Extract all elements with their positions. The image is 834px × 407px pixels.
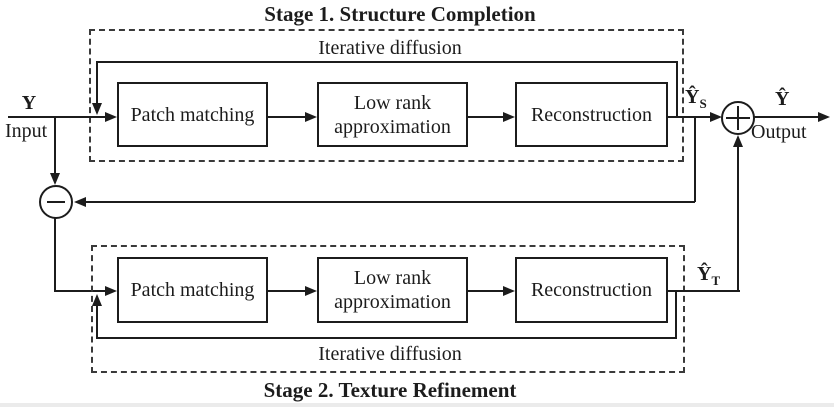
stage1-loop-top-line (97, 61, 678, 63)
arrowhead-right-icon (818, 112, 830, 122)
input-label: Input (5, 120, 48, 142)
stage2-loop-right-line (675, 291, 677, 338)
stage1-loop-left-line (96, 61, 98, 105)
stage2-reconstruction-label: Reconstruction (530, 279, 653, 301)
stage1-patch-matching-box: Patch matching (117, 82, 268, 147)
connector-line (268, 290, 305, 292)
stage2-patch-matching-label: Patch matching (130, 279, 255, 301)
stage1-dashed-container (89, 29, 684, 162)
stage2-input-line-horizontal (54, 290, 106, 292)
arrowhead-left-icon (74, 197, 86, 207)
stage2-loop-bottom-line (97, 337, 677, 339)
stage1-low-rank-label: Low rank approximation (334, 91, 451, 138)
input-line (8, 116, 108, 118)
summation-node (721, 101, 755, 135)
arrowhead-right-icon (105, 112, 117, 122)
connector-line (468, 290, 503, 292)
final-output-symbol-label: Ŷ (775, 88, 790, 110)
stage1-output-line (668, 116, 710, 118)
input-symbol-label: Y (21, 92, 37, 114)
arrowhead-right-icon (503, 286, 515, 296)
arrowhead-down-icon (92, 103, 102, 115)
input-branch-line (54, 117, 56, 179)
stage2-low-rank-box: Low rank approximation (317, 257, 468, 323)
stage2-output-line (668, 290, 740, 292)
difference-node (39, 185, 73, 219)
stage2-output-line-vertical (737, 140, 739, 292)
stage1-loop-right-line (676, 61, 678, 118)
connector-line (468, 116, 503, 118)
stage1-output-symbol-label: ŶS (685, 86, 707, 111)
stage2-loop-left-line (96, 305, 98, 339)
arrowhead-right-icon (305, 112, 317, 122)
stage2-low-rank-label: Low rank approximation (334, 267, 451, 313)
stage2-patch-matching-box: Patch matching (117, 257, 268, 323)
stage2-dashed-container (91, 245, 685, 373)
arrowhead-up-icon (733, 135, 743, 147)
stage2-input-line-vertical (54, 218, 56, 291)
stage1-reconstruction-label: Reconstruction (530, 103, 653, 126)
final-output-label: Output (751, 121, 807, 143)
stage2-loop-label: Iterative diffusion (318, 343, 462, 365)
arrowhead-up-icon (92, 294, 102, 306)
stage2-output-symbol-label: ŶT (697, 263, 721, 288)
arrowhead-down-icon (50, 173, 60, 185)
stage1-output-subscript: S (699, 96, 707, 111)
minus-icon (47, 200, 65, 204)
stage2-output-subscript: T (711, 273, 721, 288)
stage1-title: Stage 1. Structure Completion (264, 2, 536, 26)
arrowhead-right-icon (503, 112, 515, 122)
stage1-reconstruction-box: Reconstruction (515, 82, 668, 147)
stage1-low-rank-box: Low rank approximation (317, 82, 468, 147)
feedback-line-vertical (694, 117, 696, 202)
arrowhead-right-icon (305, 286, 317, 296)
arrowhead-right-icon (710, 112, 722, 122)
feedback-line-horizontal (78, 201, 695, 203)
stage2-title: Stage 2. Texture Refinement (263, 378, 517, 402)
connector-line (268, 116, 305, 118)
final-output-line (753, 116, 819, 118)
arrowhead-right-icon (105, 286, 117, 296)
stage1-loop-label: Iterative diffusion (318, 37, 462, 59)
stage1-patch-matching-label: Patch matching (130, 103, 255, 126)
window-bottom-edge (0, 403, 834, 407)
stage2-reconstruction-box: Reconstruction (515, 257, 668, 323)
